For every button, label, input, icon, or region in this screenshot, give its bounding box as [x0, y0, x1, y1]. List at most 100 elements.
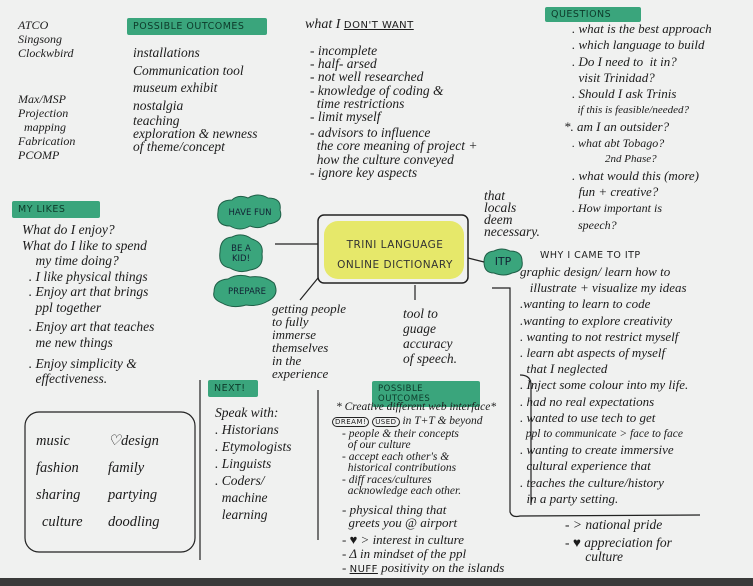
why-itp-list: graphic design/ learn how to illustrate … [520, 264, 688, 507]
tool-item: PCOMP [18, 148, 60, 162]
side-note-line: locals [484, 200, 517, 215]
question-item: . Do I need to it in? [572, 53, 677, 69]
dont-want-heading: what I DON'T WANT [305, 18, 414, 33]
tool-item: Max/MSP [18, 92, 66, 106]
note-line: guage [403, 321, 436, 336]
next-item: . Linguists [215, 456, 272, 471]
why-itp-item: . had no real expectations [520, 393, 655, 409]
next-item: machine [215, 490, 268, 505]
question-item: if this is feasible/needed? [572, 104, 690, 117]
dont-want-item: - ignore key aspects [310, 164, 418, 180]
outcome-item: Communication tool [133, 62, 244, 78]
outcome2-item: - diff races/cultures [342, 473, 432, 486]
why-itp-item: .wanting to explore creativity [520, 312, 673, 328]
why-itp-item: . teaches the culture/history [520, 474, 664, 490]
tool-note: tool to guage accuracy of speech. [403, 306, 457, 366]
question-item: . How important is [572, 201, 663, 216]
outcome2-item: - ♥ > interest in culture [342, 531, 465, 547]
tool-item: Singsong [18, 32, 63, 46]
question-item: . which language to build [572, 37, 705, 53]
likes-item: What do I like to spend [22, 237, 147, 253]
outcome-item: installations [133, 45, 200, 60]
likes-box-item: partying [108, 487, 158, 503]
outcome2-item: greets you @ airport [342, 514, 458, 530]
likes-box-item: doodling [108, 514, 160, 530]
question-item: speech? [572, 217, 617, 232]
side-note-line: deem [484, 212, 513, 227]
tool-item: mapping [24, 120, 66, 134]
outcome2-item: - Δ in mindset of the ppl [342, 545, 467, 561]
note-line: accuracy [403, 336, 453, 351]
likes-item: . Enjoy art that teaches [22, 319, 155, 334]
next-item: . Etymologists [215, 439, 292, 454]
outcome2-extra-item: culture [565, 549, 623, 564]
likes-box-item: culture [42, 514, 83, 530]
dont-want-item: time restrictions [310, 95, 405, 111]
outcome2-item: - physical thing that [342, 501, 447, 517]
tool-item: Fabrication [18, 134, 76, 148]
outcome-item: museum exhibit [133, 80, 218, 95]
question-item: . Should I ask Trinis [572, 86, 677, 102]
dont-want-item: - knowledge of coding & [310, 82, 444, 98]
why-itp-item: . wanting to not restrict myself [520, 328, 679, 344]
question-item: . what would this (more) [572, 167, 699, 183]
note-line: tool to [403, 306, 438, 321]
outcome2-item: - accept each other's & [342, 450, 450, 463]
cloud-itp-shape [483, 248, 523, 276]
outcome-lead: * Creative different web interface* [336, 401, 497, 413]
question-item: 2nd Phase? [572, 153, 657, 166]
likes-item: . Enjoy art that brings [22, 284, 149, 299]
likes-box-item: music [36, 433, 70, 449]
likes-item: . Enjoy simplicity & [22, 356, 137, 371]
outcome2-extra-item: - ♥ appreciation for [565, 535, 672, 550]
center-box-fill [324, 221, 464, 279]
note-line: in the [272, 353, 302, 368]
dont-want-item: - advisors to influence [310, 125, 431, 141]
center-topic-line: TRINI LANGUAGE [346, 239, 444, 251]
center-topic-line: ONLINE DICTIONARY [337, 259, 453, 271]
why-itp-item: . learn abt aspects of myself [520, 345, 666, 361]
next-heading: NEXT! [208, 380, 258, 397]
why-itp-item: that I neglected [520, 361, 608, 377]
note-line: to fully [272, 314, 309, 329]
possible-outcomes-heading: POSSIBLE OUTCOMES [127, 18, 267, 35]
why-itp-item: ppl to communicate > face to face [520, 428, 683, 441]
why-itp-item: graphic design/ learn how to [520, 264, 671, 279]
cloud-be-a-kid-shape [219, 234, 263, 273]
note-line: experience [272, 366, 329, 381]
dont-want-item: how the culture conveyed [310, 151, 454, 167]
likes-item: ppl together [22, 299, 102, 315]
questions-heading: QUESTIONS [545, 7, 641, 22]
dont-want-heading-b: DON'T WANT [343, 20, 414, 31]
question-item: . what abt Tobago? [572, 136, 665, 151]
dream-badge: DREAM! [332, 417, 370, 427]
outcome2-item: historical contributions [342, 462, 457, 474]
dont-want-heading-a: what I [305, 17, 344, 32]
why-itp-item: . wanting to create immersive [520, 442, 674, 458]
immerse-note: getting people to fully immerse themselv… [272, 302, 346, 380]
my-likes-heading: MY LIKES [12, 201, 100, 218]
likes-box-item: sharing [36, 487, 81, 503]
center-topic: TRINI LANGUAGE ONLINE DICTIONARY [330, 235, 460, 275]
note-line: themselves [272, 340, 329, 355]
outcome2-extra-item: - > national pride [565, 517, 663, 532]
dont-want-item: - half- arsed [310, 56, 377, 72]
nuff-word: NUFF [349, 563, 378, 575]
cloud-prepare-shape [213, 274, 277, 308]
likes-box-col1: music fashion sharing culture [36, 428, 83, 536]
dont-want-item: - not well researched [310, 69, 424, 85]
tool-item: Clockwbird [18, 46, 74, 60]
why-itp-item: . wanted to use tech to get [520, 409, 656, 425]
my-likes-list: What do I enjoy? What do I like to spend… [22, 222, 154, 385]
outcome-item: teaching [133, 113, 180, 128]
likes-box-item: ♡design [108, 433, 159, 449]
questions-list: . what is the best approach . which lang… [564, 21, 712, 233]
why-itp-item: .wanting to learn to code [520, 296, 651, 312]
likes-item: me new things [22, 334, 113, 350]
nuff-line: - NUFF positivity on the islands [342, 559, 505, 575]
possible-outcomes-2-list: * Creative different web interface* DREA… [332, 400, 504, 577]
tools-list: ATCO Singsong Clockwbird Max/MSP Project… [18, 18, 75, 162]
question-item: fun + creative? [572, 183, 659, 199]
